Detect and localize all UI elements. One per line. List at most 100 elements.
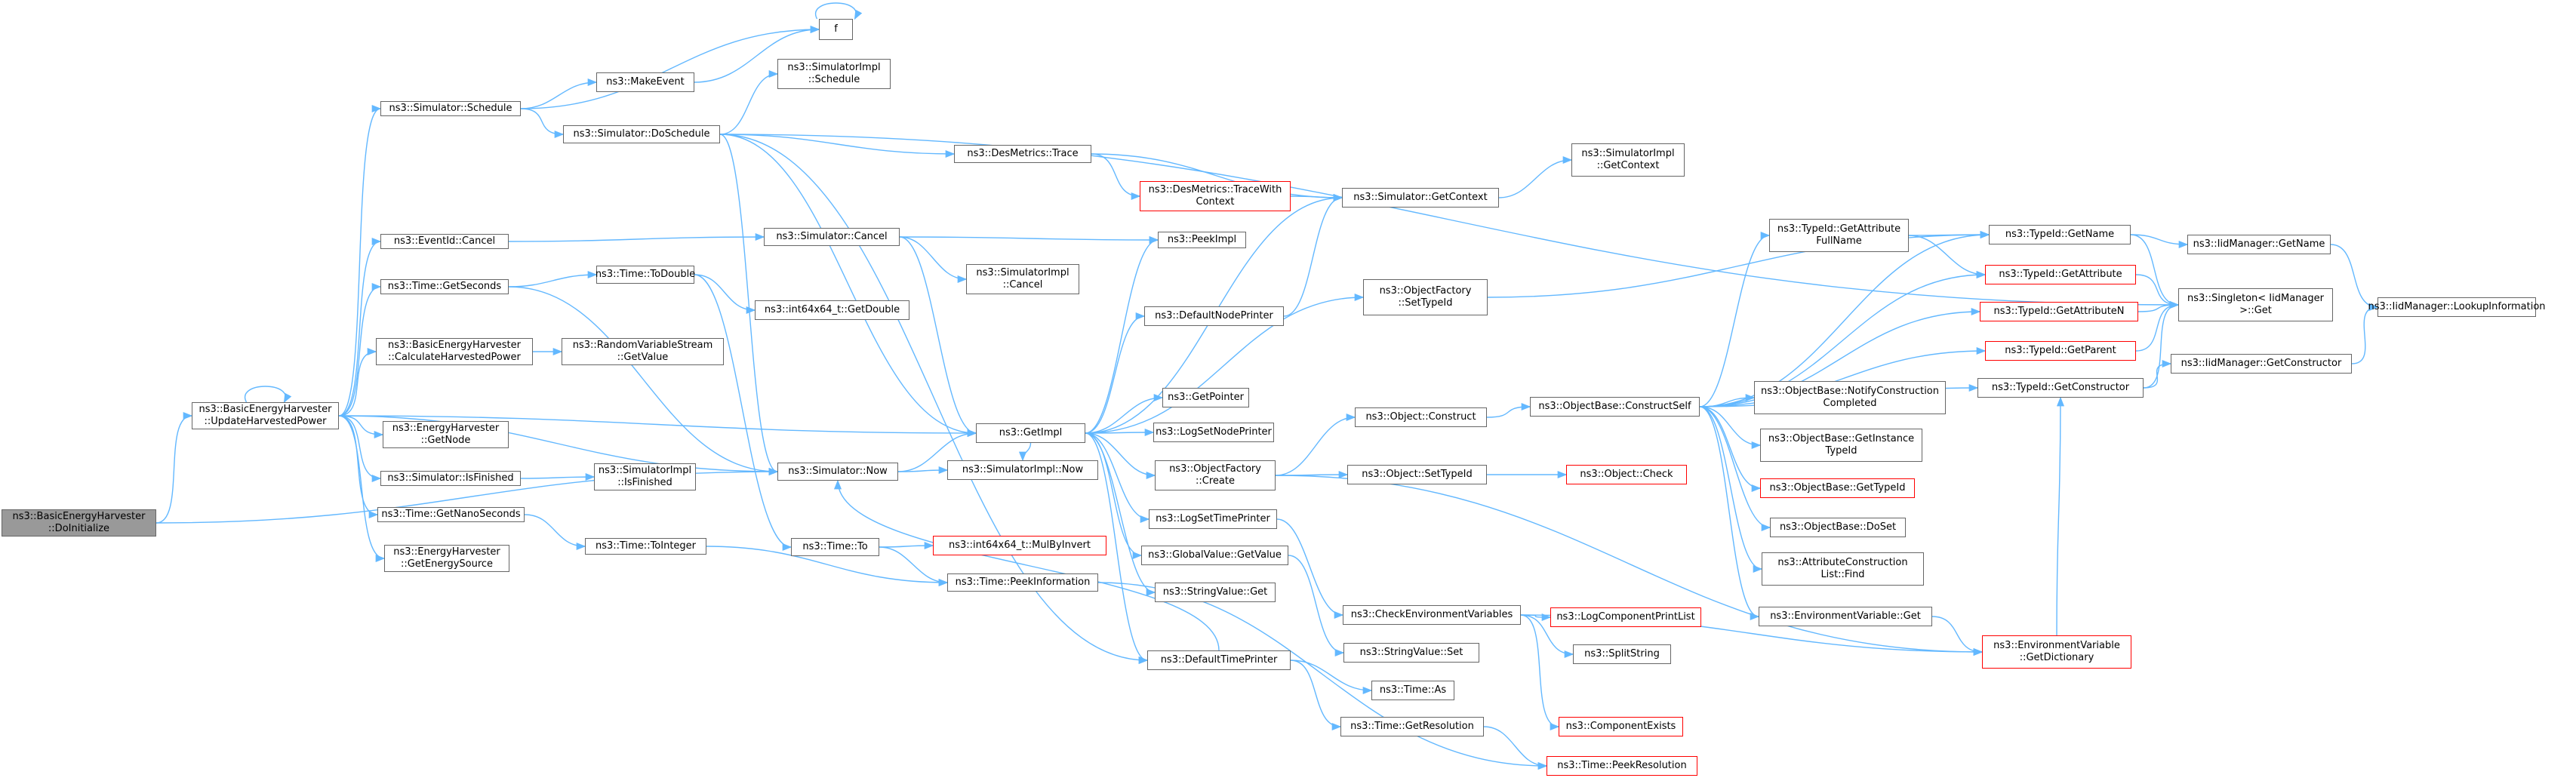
node-label: ns3::EnvironmentVariable [1993, 640, 2120, 651]
node-envget[interactable]: ns3::EnvironmentVariable::Get [1759, 607, 1932, 626]
node-label: ::Create [1196, 475, 1235, 487]
node-simcancel[interactable]: ns3::Simulator::Cancel [764, 228, 900, 246]
edge-obcself-to-tidgafn [1699, 232, 1771, 407]
node-deftimeprinter[interactable]: ns3::DefaultTimePrinter [1147, 650, 1291, 670]
node-isfin[interactable]: ns3::Simulator::IsFinished [380, 471, 521, 486]
node-ofcreate[interactable]: ns3::ObjectFactory::Create [1155, 460, 1276, 490]
node-simgetctx[interactable]: ns3::Simulator::GetContext [1342, 188, 1499, 208]
node-i64mbi[interactable]: ns3::int64x64_t::MulByInvert [933, 536, 1106, 555]
node-splitstring[interactable]: ns3::SplitString [1573, 644, 1671, 664]
node-label: ns3::DesMetrics::TraceWith [1148, 184, 1282, 195]
node-sched[interactable]: ns3::Simulator::Schedule [380, 101, 521, 116]
node-label: ::GetEnergySource [400, 558, 494, 570]
node-tidgetattr[interactable]: ns3::TypeId::GetAttribute [1985, 265, 2136, 284]
node-label: ns3::ObjectFactory [1379, 285, 1472, 297]
node-sicancel[interactable]: ns3::SimulatorImpl::Cancel [966, 264, 1079, 294]
node-makeev[interactable]: ns3::MakeEvent [596, 72, 694, 92]
edge-tidgetctor-to-singleton [2143, 300, 2180, 389]
node-strvalget[interactable]: ns3::StringValue::Get [1155, 583, 1276, 602]
node-label: ns3::Simulator::Now [788, 466, 888, 477]
edge-todouble-to-i64double [694, 274, 756, 315]
node-tidgetattrn[interactable]: ns3::TypeId::GetAttributeN [1980, 302, 2138, 321]
node-tidgetparent[interactable]: ns3::TypeId::GetParent [1985, 341, 2136, 361]
node-strvalset[interactable]: ns3::StringValue::Set [1343, 643, 1479, 663]
node-obcself[interactable]: ns3::ObjectBase::ConstructSelf [1530, 397, 1700, 417]
node-tidgetctor[interactable]: ns3::TypeId::GetConstructor [1977, 378, 2144, 398]
node-tointeger[interactable]: ns3::Time::ToInteger [585, 538, 706, 555]
node-label: ns3::DefaultTimePrinter [1160, 654, 1278, 666]
node-ehnode[interactable]: ns3::EnergyHarvester::GetNode [383, 421, 509, 448]
node-desmtrace[interactable]: ns3::DesMetrics::Trace [954, 145, 1091, 163]
node-peekimpl[interactable]: ns3::PeekImpl [1158, 232, 1246, 248]
node-root: ns3::BasicEnergyHarvester::DoInitialize [2, 509, 156, 537]
node-getnano[interactable]: ns3::Time::GetNanoSeconds [377, 507, 525, 522]
edge-getnano-to-tointeger [524, 514, 586, 551]
node-timeas[interactable]: ns3::Time::As [1371, 681, 1454, 700]
node-label: ns3::BasicEnergyHarvester [12, 511, 146, 522]
edge-getsec-to-todouble [508, 270, 598, 287]
node-obdoset[interactable]: ns3::ObjectBase::DoSet [1770, 518, 1906, 537]
node-timeto[interactable]: ns3::Time::To [791, 538, 879, 556]
node-todouble[interactable]: ns3::Time::ToDouble [596, 266, 695, 284]
node-f[interactable]: f [819, 19, 853, 40]
node-label: ns3::DefaultNodePrinter [1155, 310, 1273, 321]
node-iidlookup[interactable]: ns3::IidManager::LookupInformation [2368, 297, 2546, 317]
node-objsettypeid[interactable]: ns3::Object::SetTypeId [1347, 465, 1487, 484]
node-checkenv[interactable]: ns3::CheckEnvironmentVariables [1343, 605, 1521, 625]
node-getsec[interactable]: ns3::Time::GetSeconds [380, 279, 509, 294]
node-chp[interactable]: ns3::BasicEnergyHarvester::CalculateHarv… [376, 338, 533, 365]
node-ofsettypeid[interactable]: ns3::ObjectFactory::SetTypeId [1363, 279, 1488, 315]
node-getimpl[interactable]: ns3::GetImpl [976, 423, 1085, 443]
node-objcheck[interactable]: ns3::Object::Check [1566, 465, 1687, 484]
node-label: >::Get [2239, 305, 2272, 316]
node-label: ns3::ObjectBase::NotifyConstruction [1761, 386, 1939, 397]
node-i64double[interactable]: ns3::int64x64_t::GetDouble [755, 300, 909, 320]
node-sigetctx[interactable]: ns3::SimulatorImpl::GetContext [1571, 143, 1685, 177]
node-getpointer[interactable]: ns3::GetPointer [1162, 388, 1249, 407]
node-siisfin[interactable]: ns3::SimulatorImpl::IsFinished [594, 463, 696, 490]
node-ehsrc[interactable]: ns3::EnergyHarvester::GetEnergySource [384, 545, 509, 572]
node-compexists[interactable]: ns3::ComponentExists [1559, 717, 1683, 736]
node-gvgetvalue[interactable]: ns3::GlobalValue::GetValue [1141, 546, 1288, 565]
edge-root-to-uhp [155, 412, 193, 524]
node-iidgetname[interactable]: ns3::IidManager::GetName [2187, 235, 2331, 254]
node-logsettime[interactable]: ns3::LogSetTimePrinter [1149, 509, 1277, 529]
node-logcpl[interactable]: ns3::LogComponentPrintList [1550, 607, 1701, 627]
edge-tidgetname-to-iidgetname [2130, 234, 2189, 249]
node-obgettid[interactable]: ns3::ObjectBase::GetTypeId [1760, 478, 1915, 498]
node-sinow[interactable]: ns3::SimulatorImpl::Now [947, 460, 1098, 480]
node-logsetnode[interactable]: ns3::LogSetNodePrinter [1153, 423, 1274, 442]
node-evcancel[interactable]: ns3::EventId::Cancel [380, 234, 509, 249]
node-label: ns3::Time::ToInteger [595, 540, 697, 552]
node-getres[interactable]: ns3::Time::GetResolution [1340, 717, 1484, 736]
node-iidgetctor[interactable]: ns3::IidManager::GetConstructor [2171, 354, 2352, 374]
node-objconstruct[interactable]: ns3::Object::Construct [1355, 407, 1487, 427]
node-peekres[interactable]: ns3::Time::PeekResolution [1547, 756, 1697, 776]
node-uhp[interactable]: ns3::BasicEnergyHarvester::UpdateHarvest… [192, 402, 339, 429]
node-sischedule[interactable]: ns3::SimulatorImpl::Schedule [777, 59, 891, 89]
node-label: ns3::AttributeConstruction [1777, 557, 1908, 568]
node-dosched[interactable]: ns3::Simulator::DoSchedule [563, 125, 720, 143]
node-singleton[interactable]: ns3::Singleton< IidManager >::Get [2178, 288, 2333, 321]
node-simnow[interactable]: ns3::Simulator::Now [777, 463, 898, 481]
edge-uhp-to-chp [338, 347, 377, 417]
edge-getimpl-to-sinow [1018, 442, 1032, 462]
edge-dosched-to-sischedule [719, 69, 779, 135]
node-peekinfo[interactable]: ns3::Time::PeekInformation [947, 573, 1098, 592]
node-tidgetname[interactable]: ns3::TypeId::GetName [1989, 225, 2131, 244]
edge-envget-to-envdict [1931, 616, 1984, 656]
edge-getimpl-to-strvalget [1085, 432, 1156, 596]
node-label: ns3::Time::GetNanoSeconds [381, 509, 521, 520]
node-envdict[interactable]: ns3::EnvironmentVariable::GetDictionary [1982, 635, 2131, 669]
node-rvs[interactable]: ns3::RandomVariableStream::GetValue [562, 338, 724, 365]
node-defnodeprinter[interactable]: ns3::DefaultNodePrinter [1144, 306, 1284, 326]
node-label: ns3::Simulator::Cancel [776, 231, 888, 242]
node-label: ::GetContext [1596, 160, 1660, 171]
node-label: ns3::ComponentExists [1565, 721, 1676, 732]
